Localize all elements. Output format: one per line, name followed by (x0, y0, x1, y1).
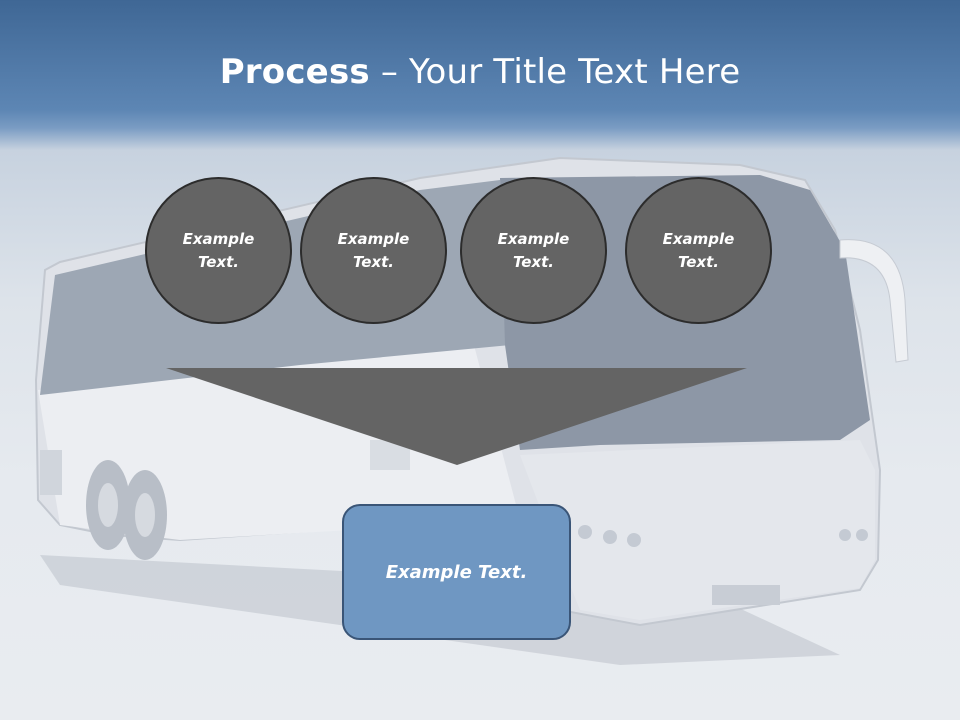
step-1-line2: Text. (197, 252, 239, 271)
title-bold: Process (219, 52, 370, 92)
slide-title: Process – Your Title Text Here (0, 52, 960, 92)
step-2-line2: Text. (352, 252, 394, 271)
step-2-line1: Example (337, 229, 410, 248)
step-1-line1: Example (182, 229, 255, 248)
step-4-line1: Example (662, 229, 735, 248)
step-3-line1: Example (497, 229, 570, 248)
result-text: Example Text. (385, 561, 528, 583)
title-rest: – Your Title Text Here (369, 52, 741, 92)
step-4-line2: Text. (677, 252, 719, 271)
result-box: Example Text. (342, 504, 571, 640)
step-3-line2: Text. (512, 252, 554, 271)
